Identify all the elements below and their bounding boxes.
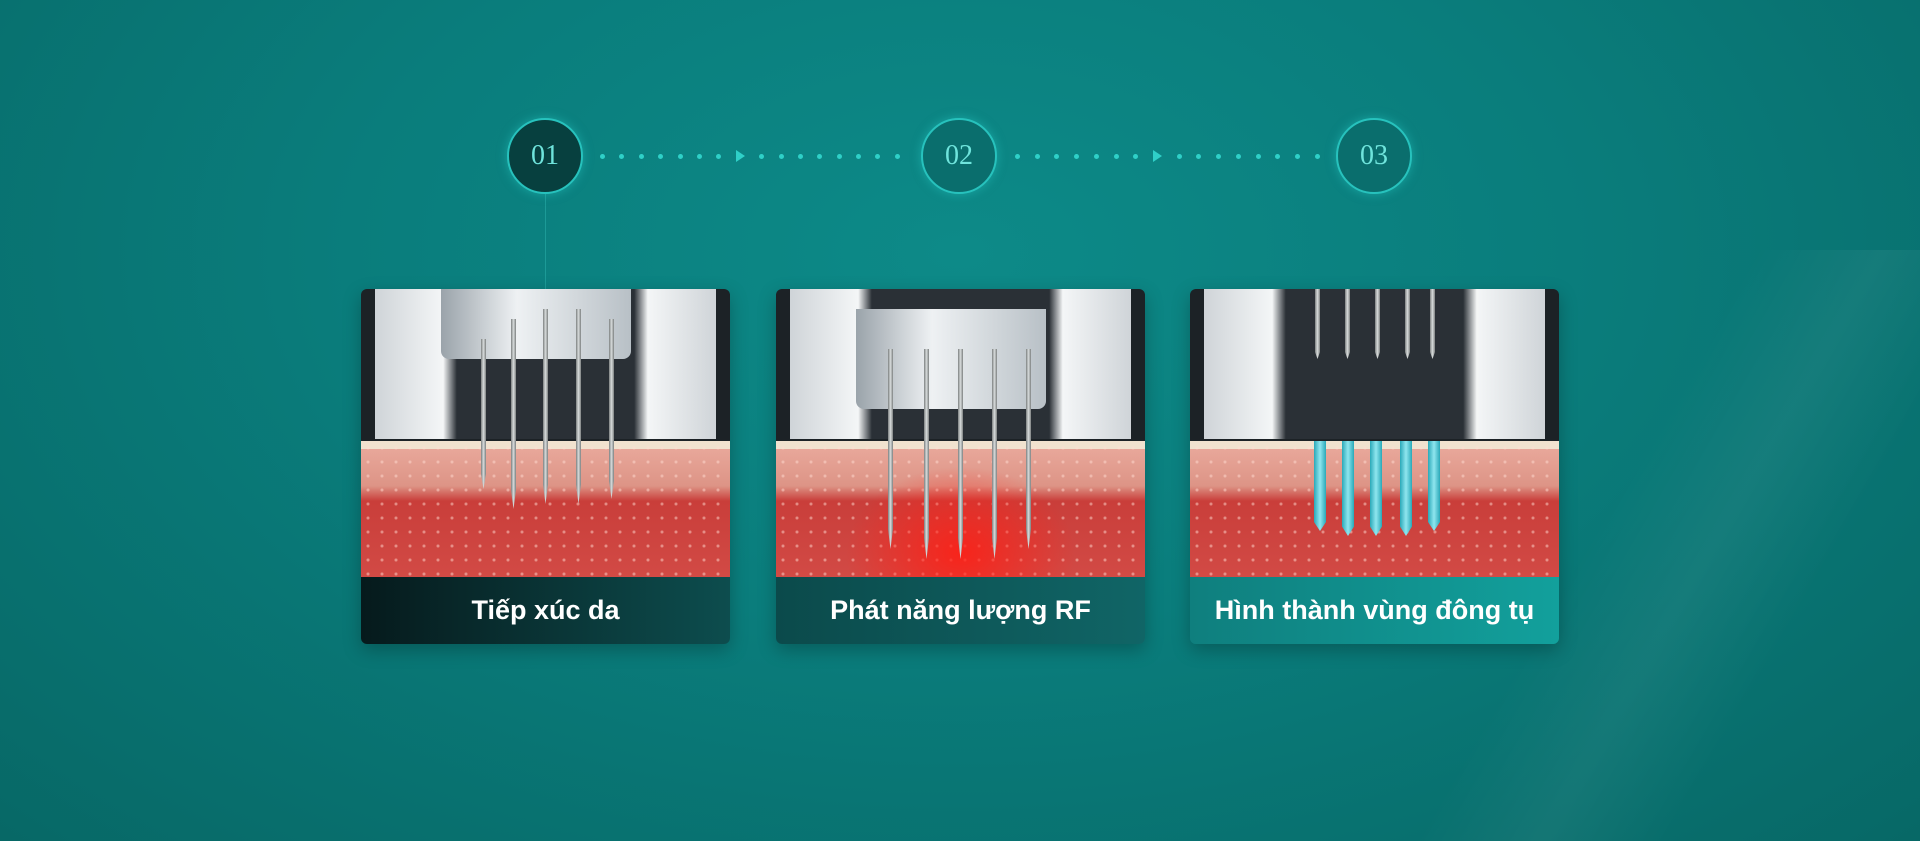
active-step-indicator-line	[545, 194, 546, 289]
arrow-right-icon	[735, 150, 745, 162]
step-card-1: Tiếp xúc da	[361, 289, 730, 644]
rf-energy-illustration	[776, 289, 1145, 577]
step-card-3: Hình thành vùng đông tụ	[1190, 289, 1559, 644]
step-3-caption: Hình thành vùng đông tụ	[1190, 577, 1559, 644]
coagulation-zone-illustration	[1190, 289, 1559, 577]
step-1-caption: Tiếp xúc da	[361, 577, 730, 644]
skin-contact-illustration	[361, 289, 730, 577]
step-card-2: Phát năng lượng RF	[776, 289, 1145, 644]
connector-02-03	[1015, 150, 1320, 162]
step-02-badge: 02	[921, 118, 997, 194]
step-2-caption: Phát năng lượng RF	[776, 577, 1145, 644]
arrow-right-icon	[1153, 150, 1163, 162]
connector-01-02	[600, 150, 900, 162]
step-01-badge: 01	[507, 118, 583, 194]
step-03-badge: 03	[1336, 118, 1412, 194]
